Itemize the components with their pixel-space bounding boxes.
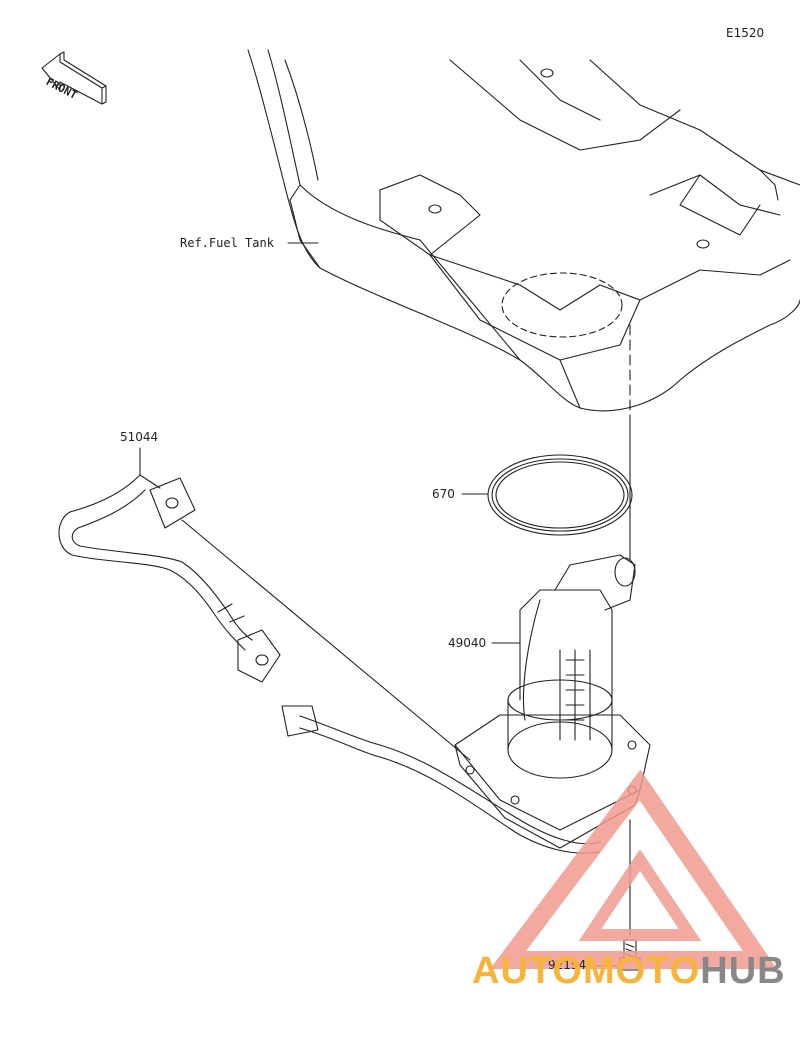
watermark-logo [489, 769, 778, 969]
gasket-ring [487, 454, 633, 536]
diagram-code: E1520 [726, 26, 765, 40]
fuel-pump-assembly [454, 554, 651, 849]
pump-wire [281, 705, 601, 854]
watermark-text-main: AUTOMOTO [472, 950, 701, 992]
label-670: 670 [432, 487, 455, 501]
label-92154: 92154 [548, 958, 587, 972]
label-51044: 51044 [120, 430, 159, 444]
fuel-tank-outline [247, 49, 800, 412]
label-fuel-tank: Ref.Fuel Tank [180, 236, 274, 250]
front-arrow-icon [41, 51, 107, 105]
label-49040: 49040 [448, 636, 487, 650]
watermark-text-hub: HUB [700, 950, 786, 992]
fuel-hose [58, 474, 471, 761]
watermark-text: AUTOMOTOHUB [472, 950, 786, 993]
